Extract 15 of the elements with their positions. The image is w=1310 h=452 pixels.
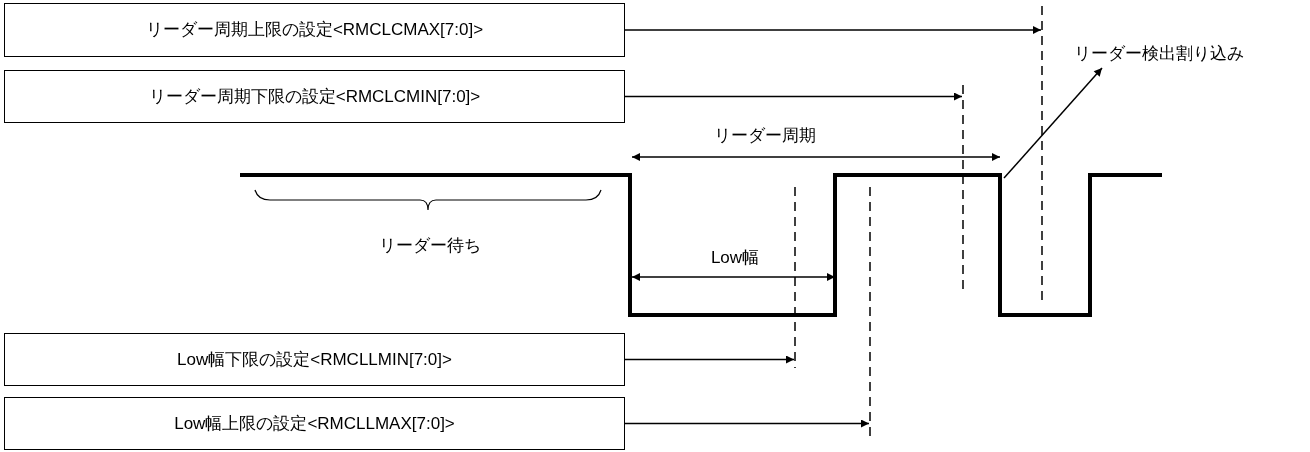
dashed-marker-line (1041, 5, 1043, 303)
arrow (624, 26, 1042, 34)
arrow (624, 92, 963, 101)
dimension-label: Low幅 (709, 247, 761, 269)
dashed-marker-line (794, 186, 796, 369)
arrow (624, 355, 795, 364)
arrow (624, 419, 870, 428)
leader-arrow (1003, 67, 1103, 179)
interrupt-label: リーダー検出割り込み (1074, 42, 1304, 66)
setting-box: Low幅下限の設定<RMCLLMIN[7:0]> (4, 333, 625, 386)
dimension-label: リーダー待ち (378, 235, 482, 257)
setting-box: リーダー周期下限の設定<RMCLCMIN[7:0]> (4, 70, 625, 123)
setting-box: Low幅上限の設定<RMCLLMAX[7:0]> (4, 397, 625, 450)
setting-box: リーダー周期上限の設定<RMCLCMAX[7:0]> (4, 3, 625, 57)
dimension-label: リーダー周期 (713, 125, 817, 147)
